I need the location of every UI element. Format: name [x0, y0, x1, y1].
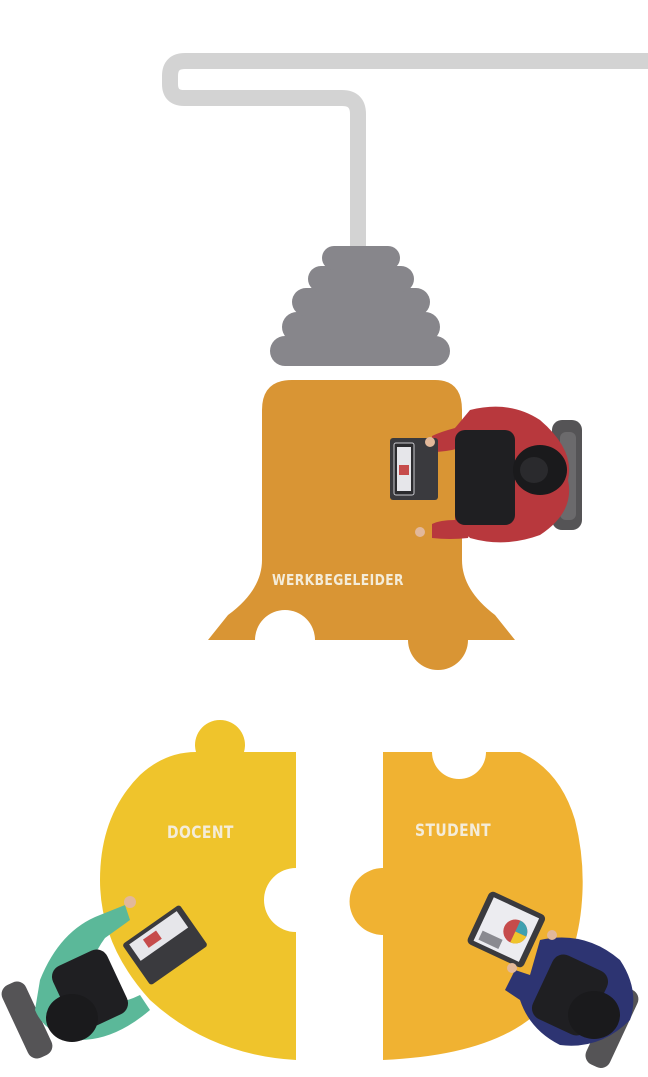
werkbegeleider-label: WERKBEGELEIDER	[272, 571, 404, 589]
lamp-cap	[270, 246, 450, 366]
werkbegeleider-piece	[208, 380, 515, 670]
lamp-cable	[162, 53, 648, 258]
docent-label: DOCENT	[167, 823, 234, 843]
student-person	[467, 891, 639, 1068]
werkbegeleider-person	[390, 406, 582, 543]
docent-person	[1, 896, 207, 1059]
student-label: STUDENT	[415, 821, 492, 841]
